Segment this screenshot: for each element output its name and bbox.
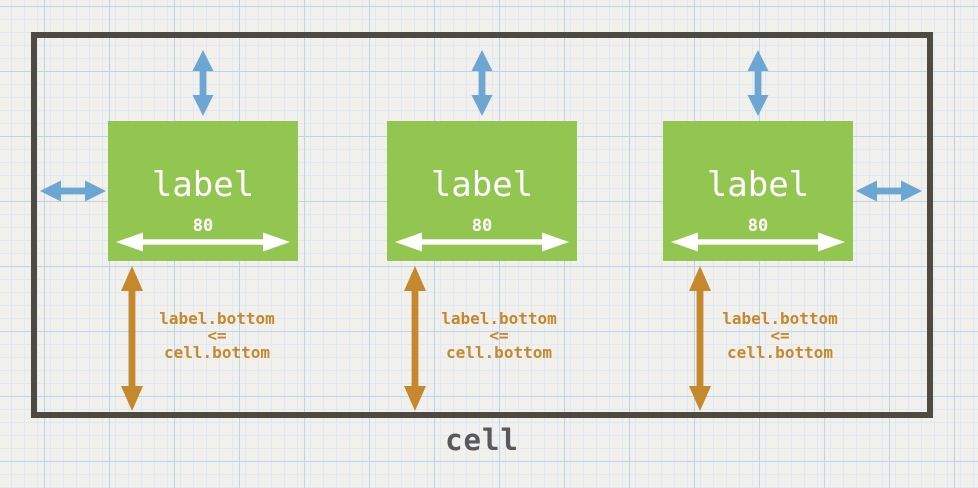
- label-width-value: 80: [192, 216, 214, 236]
- width-arrow-icon: [395, 232, 569, 252]
- top-margin-arrow-icon: [747, 50, 769, 116]
- label-box: label 80: [663, 121, 853, 261]
- left-margin-arrow-icon: [40, 180, 106, 202]
- constraint-annotation: label.bottom <= cell.bottom: [695, 310, 865, 361]
- constraint-line: label.bottom: [722, 309, 838, 328]
- label-title: label: [151, 165, 255, 205]
- constraint-line: cell.bottom: [727, 343, 833, 362]
- constraint-line: label.bottom: [159, 309, 275, 328]
- constraint-line: <=: [770, 326, 790, 345]
- bottom-constraint-arrow-icon: [404, 266, 426, 411]
- cell-caption: cell: [445, 423, 519, 457]
- bottom-constraint-arrow-icon: [689, 266, 711, 411]
- width-arrow-icon: [671, 232, 845, 252]
- constraint-annotation: label.bottom <= cell.bottom: [132, 310, 302, 361]
- label-title: label: [430, 165, 534, 205]
- label-box: label 80: [108, 121, 298, 261]
- label-title: label: [706, 165, 810, 205]
- top-margin-arrow-icon: [471, 50, 493, 116]
- label-box: label 80: [387, 121, 577, 261]
- cell-outline: [31, 32, 933, 418]
- top-margin-arrow-icon: [192, 50, 214, 116]
- constraint-annotation: label.bottom <= cell.bottom: [414, 310, 584, 361]
- constraint-line: <=: [207, 326, 227, 345]
- right-margin-arrow-icon: [856, 180, 922, 202]
- constraint-line: label.bottom: [441, 309, 557, 328]
- label-width-value: 80: [747, 216, 769, 236]
- constraint-line: cell.bottom: [164, 343, 270, 362]
- constraint-line: cell.bottom: [446, 343, 552, 362]
- bottom-constraint-arrow-icon: [121, 266, 143, 411]
- width-arrow-icon: [116, 232, 290, 252]
- label-width-value: 80: [471, 216, 493, 236]
- constraint-line: <=: [489, 326, 509, 345]
